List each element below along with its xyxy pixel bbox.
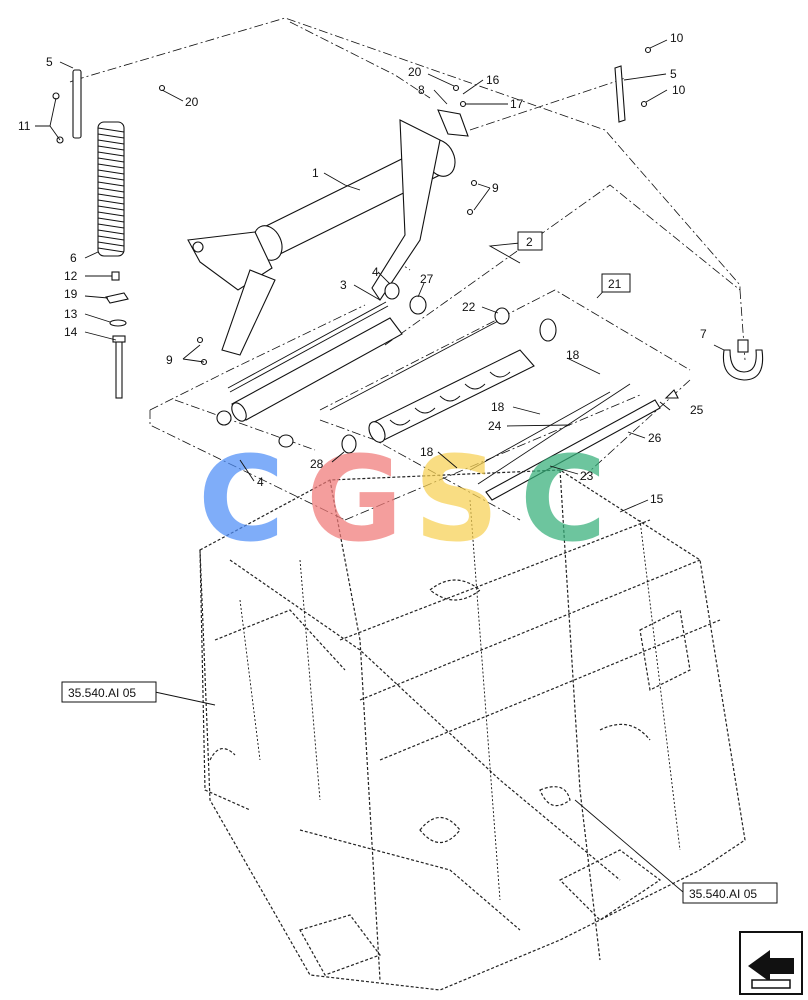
callout-5-left: 5 [46,55,53,69]
baler-chassis-frame [199,469,746,991]
callout-19: 19 [64,287,78,301]
callout-18-middle: 18 [491,400,505,414]
callout-8: 8 [418,83,425,97]
reference-label-left: 35.540.AI 05 [68,686,136,700]
callout-18-lower: 18 [420,445,434,459]
coil-spring [97,121,125,257]
callout-21-boxed: 21 [608,277,622,291]
callout-15: 15 [650,492,664,506]
callout-14: 14 [64,325,78,339]
spring-assembly [52,69,129,399]
callout-20-top: 20 [408,65,422,79]
assembly-guide-lines [69,17,746,521]
callout-numbers: 1 3 4 4 5 5 6 7 8 9 9 10 10 11 12 13 14 … [18,31,707,506]
boxed-callouts: 2 21 [517,231,631,293]
roller-set [216,282,764,501]
callout-4-lower: 4 [257,475,264,489]
callout-10-bottom: 10 [672,83,686,97]
callout-3: 3 [340,278,347,292]
callout-18-top: 18 [566,348,580,362]
watermark-letter-4: C [520,430,607,568]
callout-24: 24 [488,419,502,433]
callout-9-left: 9 [166,353,173,367]
callout-17: 17 [510,97,524,111]
reference-labels: 35.540.AI 05 35.540.AI 05 [61,681,778,904]
callout-10-top: 10 [670,31,684,45]
callout-12: 12 [64,269,78,283]
callout-20-left: 20 [185,95,199,109]
previous-page-arrow-icon[interactable] [739,931,803,995]
callout-27: 27 [420,272,434,286]
callout-9-right: 9 [492,181,499,195]
leader-lines [35,39,725,893]
callout-5-right: 5 [670,67,677,81]
callout-28: 28 [310,457,324,471]
watermark-letter-2: G [306,430,403,568]
watermark-letter-3: S [414,430,499,568]
callout-4-upper: 4 [372,265,379,279]
cgsc-watermark: C G S C [198,430,607,568]
callout-25: 25 [690,403,704,417]
callout-16: 16 [486,73,500,87]
callout-2-boxed: 2 [526,235,533,249]
callout-11: 11 [18,119,31,133]
pivot-arm-tube [158,46,652,366]
callout-13: 13 [64,307,78,321]
callout-22: 22 [462,300,476,314]
callout-23: 23 [580,469,594,483]
watermark-letter-1: C [198,430,285,568]
callout-26: 26 [648,431,662,445]
reference-label-right: 35.540.AI 05 [689,887,757,901]
callout-1: 1 [312,166,319,180]
callout-6: 6 [70,251,77,265]
callout-7: 7 [700,327,707,341]
